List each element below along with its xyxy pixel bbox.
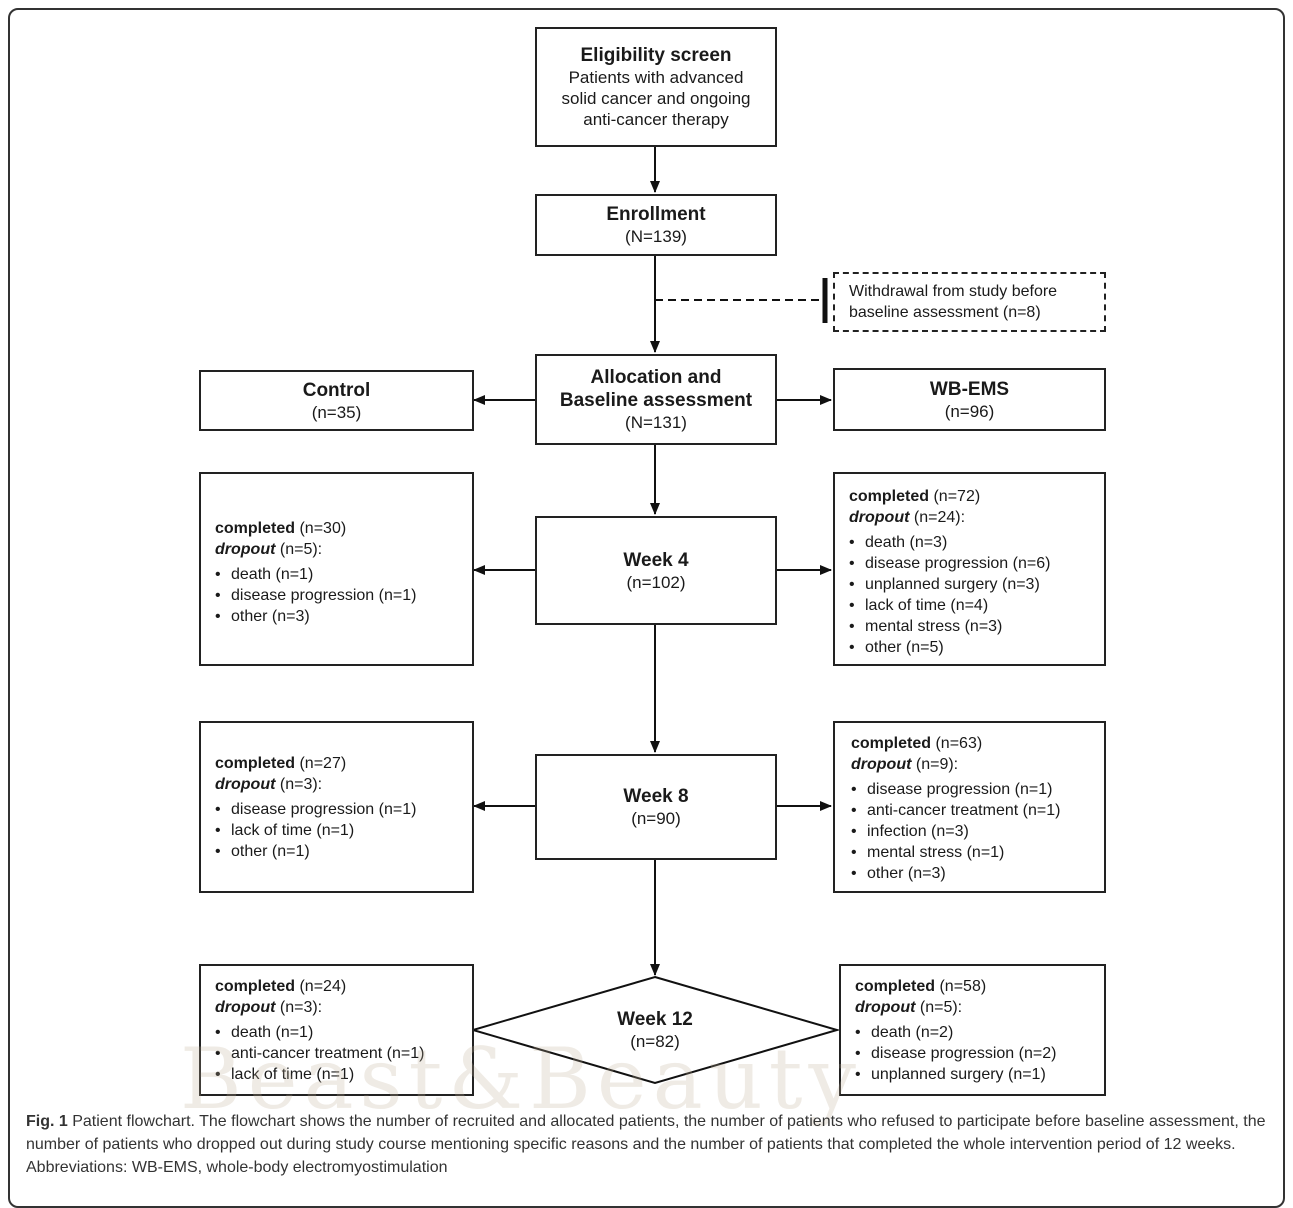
week8-box: Week 8 (n=90) [535, 754, 777, 860]
dropout-count: (n=5): [279, 541, 323, 558]
completed-label: completed [215, 755, 296, 772]
dropout-reason: unplanned surgery (n=1) [855, 1064, 1104, 1085]
dropout-reason: lack of time (n=1) [215, 820, 472, 841]
week4-wbems-detail: completed (n=72) dropout (n=24): death (… [833, 472, 1106, 666]
control-count: (n=35) [311, 402, 362, 422]
dropout-label: dropout [215, 541, 276, 558]
dropout-reason: disease progression (n=6) [849, 553, 1104, 574]
enrollment-title: Enrollment [606, 204, 706, 225]
week8-wbems-detail: completed (n=63) dropout (n=9): disease … [833, 721, 1106, 893]
dropout-count: (n=3): [279, 776, 323, 793]
week8-control-detail: completed (n=27) dropout (n=3): disease … [199, 721, 474, 893]
week8-title: Week 8 [623, 786, 689, 807]
wbems-box: WB-EMS (n=96) [833, 368, 1106, 431]
dropout-reason: disease progression (n=1) [215, 585, 472, 606]
enrollment-count: (N=139) [625, 227, 687, 246]
week4-title: Week 4 [623, 549, 689, 571]
eligibility-box: Eligibility screen Patients with advance… [535, 27, 777, 147]
completed-count: (n=72) [933, 488, 981, 505]
dropout-reason: disease progression (n=1) [215, 799, 472, 820]
dropout-count: (n=3): [279, 999, 323, 1016]
figure-caption: Fig. 1 Patient flowchart. The flowchart … [26, 1110, 1271, 1179]
week12-control-detail: completed (n=24) dropout (n=3): death (n… [199, 964, 474, 1096]
dropout-reason: infection (n=3) [851, 821, 1104, 842]
withdrawal-line: Withdrawal from study before [849, 283, 1058, 300]
completed-count: (n=63) [935, 735, 983, 752]
dropout-reason: other (n=1) [215, 841, 472, 862]
completed-label: completed [215, 520, 296, 537]
dropout-reason: mental stress (n=3) [849, 616, 1104, 637]
allocation-line: Allocation and [590, 367, 722, 388]
dropout-reason: anti-cancer treatment (n=1) [215, 1043, 472, 1064]
dropout-label: dropout [855, 999, 916, 1016]
allocation-line: Baseline assessment [559, 390, 753, 411]
allocation-count: (N=131) [625, 413, 687, 432]
week12-diamond [469, 975, 841, 1085]
completed-count: (n=58) [939, 978, 987, 995]
withdrawal-box: Withdrawal from study before baseline as… [833, 272, 1106, 332]
dropout-count: (n=9): [915, 756, 959, 773]
completed-count: (n=24) [299, 978, 347, 995]
caption-text: Patient flowchart. The flowchart shows t… [26, 1113, 1266, 1176]
eligibility-line: solid cancer and ongoing [561, 89, 751, 108]
wbems-title: WB-EMS [929, 378, 1010, 400]
week8-count: (n=90) [631, 809, 681, 828]
completed-label: completed [851, 735, 932, 752]
enrollment-box: Enrollment (N=139) [535, 194, 777, 256]
dropout-reason: other (n=3) [215, 606, 472, 627]
dropout-reason: mental stress (n=1) [851, 842, 1104, 863]
week12-wbems-detail: completed (n=58) dropout (n=5): death (n… [839, 964, 1106, 1096]
dropout-reason: lack of time (n=1) [215, 1064, 472, 1085]
dropout-count: (n=24): [913, 509, 966, 526]
week12-title: Week 12 [617, 1009, 693, 1030]
caption-label: Fig. 1 [26, 1113, 68, 1130]
withdrawal-line: baseline assessment (n=8) [849, 304, 1041, 321]
completed-count: (n=30) [299, 520, 347, 537]
control-box: Control (n=35) [199, 370, 474, 431]
control-title: Control [302, 379, 371, 401]
eligibility-title: Eligibility screen [580, 45, 732, 66]
dropout-label: dropout [849, 509, 910, 526]
dropout-reason: death (n=2) [855, 1022, 1104, 1043]
dropout-reason: other (n=5) [849, 637, 1104, 658]
dropout-reason: disease progression (n=1) [851, 779, 1104, 800]
wbems-count: (n=96) [944, 401, 995, 421]
dropout-reason: disease progression (n=2) [855, 1043, 1104, 1064]
week4-box: Week 4 (n=102) [535, 516, 777, 625]
dropout-reason: death (n=1) [215, 564, 472, 585]
eligibility-line: anti-cancer therapy [583, 110, 729, 129]
completed-label: completed [849, 488, 930, 505]
week4-control-detail: completed (n=30) dropout (n=5): death (n… [199, 472, 474, 666]
dropout-count: (n=5): [919, 999, 963, 1016]
week4-count: (n=102) [626, 572, 686, 592]
week12-label: Week 12 (n=82) [575, 1008, 735, 1052]
dropout-label: dropout [215, 776, 276, 793]
dropout-label: dropout [215, 999, 276, 1016]
dropout-label: dropout [851, 756, 912, 773]
dropout-reason: lack of time (n=4) [849, 595, 1104, 616]
allocation-box: Allocation and Baseline assessment (N=13… [535, 354, 777, 445]
dropout-reason: unplanned surgery (n=3) [849, 574, 1104, 595]
dropout-reason: death (n=1) [215, 1022, 472, 1043]
completed-count: (n=27) [299, 755, 347, 772]
dropout-reason: anti-cancer treatment (n=1) [851, 800, 1104, 821]
completed-label: completed [855, 978, 936, 995]
dropout-reason: other (n=3) [851, 863, 1104, 884]
completed-label: completed [215, 978, 296, 995]
week12-count: (n=82) [630, 1032, 680, 1051]
dropout-reason: death (n=3) [849, 532, 1104, 553]
eligibility-line: Patients with advanced [568, 68, 744, 87]
